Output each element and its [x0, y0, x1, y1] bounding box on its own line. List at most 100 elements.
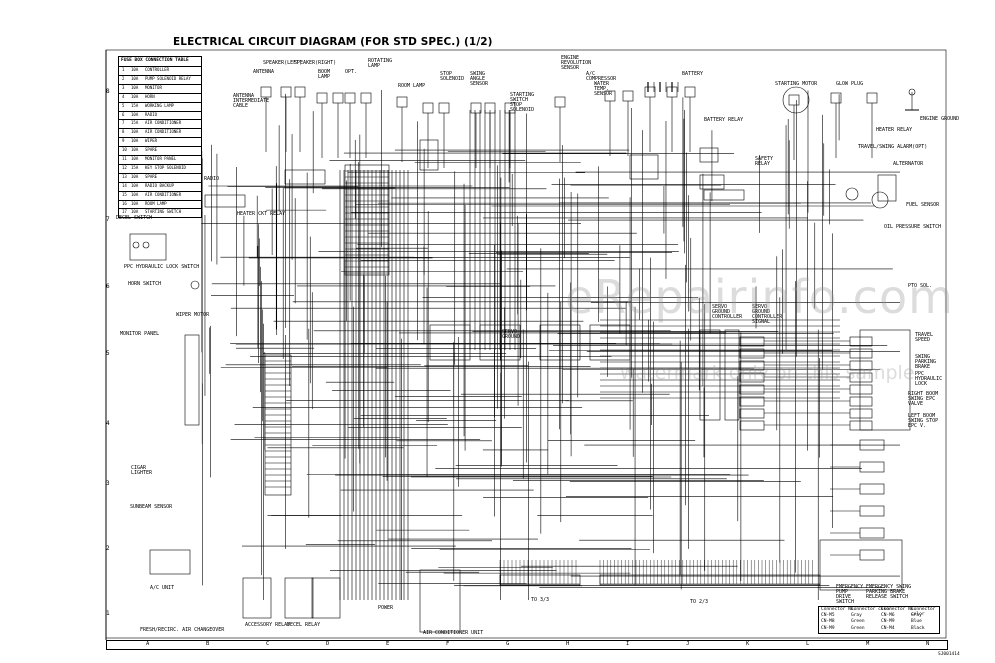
component-block [332, 92, 344, 104]
connector-table-cell: CN-M9 [821, 625, 835, 631]
radio-label: RADIO [204, 176, 220, 182]
fuse-cell: 10 [122, 147, 127, 153]
fuse-cell: 11 [122, 156, 127, 161]
component-block [284, 169, 326, 185]
battery-label: BATTERY [682, 71, 704, 77]
ac-compressor-label: A/C COMPRESSOR [586, 71, 617, 82]
fuse-cell: 15 [122, 191, 127, 197]
fuse-cell: 15A [131, 120, 139, 126]
component-block [684, 86, 696, 98]
fuse-cell: WORKING LAMP [145, 102, 174, 108]
monitor-panel-label: MONITOR PANEL [120, 331, 160, 337]
fuse-cell: 10A [131, 138, 139, 144]
fuse-cell: 1 [122, 67, 125, 72]
fuse-cell: 9 [122, 138, 125, 144]
right-boom-label: RIGHT BOOM SWING EPC VALVE [908, 391, 939, 407]
row-number: 7 [106, 216, 110, 223]
component-block [859, 549, 885, 561]
column-letter: K [746, 641, 750, 647]
row-number: 6 [106, 283, 110, 290]
component-block [849, 336, 873, 347]
component-block [819, 539, 903, 591]
speaker-right-label: SPEAKER(RIGHT) [294, 60, 337, 66]
connector-table-cell: CN-M9 [881, 619, 895, 625]
fuse-cell: HORN [145, 93, 155, 99]
column-strip [106, 640, 948, 650]
decel-switch-label: DECEL SWITCH [116, 215, 153, 221]
fuse-cell: 3 [122, 84, 125, 90]
antenna-cable-label: ANTENNA INTERMEDIATE CABLE [233, 93, 270, 109]
heater-ckt-relay-label: HEATER CKT RELAY [237, 211, 286, 217]
column-letter: D [326, 641, 330, 647]
connector-table-cell: CN-M4 [881, 625, 895, 631]
room-lamp-label: ROOM LAMP [398, 83, 426, 89]
fuse-cell: SPARE [145, 147, 158, 153]
fuse-cell: 10A [131, 147, 139, 153]
component-block [629, 154, 659, 180]
component-block [479, 324, 521, 361]
air-conditioner-unit-label: AIR CONDITIONER UNIT [423, 630, 484, 636]
fuse-cell: KEY STOP SOLENOID [145, 164, 186, 170]
component-block [311, 577, 341, 619]
fuse-cell: AIR CONDITIONER [145, 191, 182, 197]
component-block [699, 147, 719, 163]
fuse-table-header: FUSE BOX CONNECTION TABLE [121, 58, 189, 63]
travel-swing-alarm-label: TRAVEL/SWING ALARM(OPT) [858, 144, 928, 150]
component-block [849, 372, 873, 383]
fuse-cell: 10A [131, 129, 139, 135]
fuse-cell: 10A [131, 111, 139, 117]
stop-solenoid-label: STOP SOLENOID [440, 71, 465, 82]
column-letter: C [266, 641, 270, 647]
terminal [132, 241, 140, 249]
connector-table-cell: Blue [911, 619, 922, 625]
component-block [422, 102, 434, 114]
emergency-pump-label: EMERGENCY PUMP DRIVE SWITCH [836, 584, 864, 605]
terminal [142, 241, 150, 249]
component-block [419, 569, 461, 633]
column-letter: A [146, 641, 150, 647]
component-block [739, 408, 765, 419]
connector-table-cell: Black [911, 625, 925, 631]
component-block [554, 96, 566, 108]
starting-motor-label: STARTING MOTOR [775, 81, 818, 87]
opt-label: OPT. [345, 69, 358, 75]
fuse-cell: 12 [122, 164, 127, 170]
component-block [739, 420, 765, 431]
pto-sol-label: PTO SOL. [908, 283, 933, 289]
servo-ground-controller-signal-label: SERVO GROUND CONTROLLER SIGNAL [752, 304, 783, 325]
power-label: POWER [378, 605, 394, 611]
oil-pressure-label: OIL PRESSURE SWITCH [884, 224, 942, 230]
ppc-hyd-lock-label: PPC HYDRAULIC LOCK [915, 371, 943, 387]
diagram-title: ELECTRICAL CIRCUIT DIAGRAM (FOR STD SPEC… [173, 36, 493, 48]
water-temp-label: WATER TEMP. SENSOR [594, 81, 613, 97]
component-block [849, 420, 873, 431]
fuse-cell: MONITOR PANEL [145, 156, 177, 161]
wiper-motor-label: WIPER MOTOR [176, 312, 210, 318]
component-block [877, 174, 897, 202]
terminal [871, 191, 889, 209]
fuse-cell: 10A [131, 182, 139, 188]
ppc-lock-label: PPC HYDRAULIC LOCK SWITCH [124, 264, 200, 270]
fuse-cell: 16 [122, 200, 127, 206]
fuse-cell: 10A [131, 93, 139, 99]
component-block [849, 396, 873, 407]
component-block [149, 549, 191, 575]
heater-relay-label: HEATER RELAY [876, 127, 913, 133]
fuse-cell: STARTING SWITCH [145, 209, 182, 215]
column-letter: L [806, 641, 810, 647]
engine-ground-label: ENGINE GROUND [920, 116, 960, 122]
fuse-cell: 14 [122, 182, 127, 188]
emergency-swing-label: EMERGENCY SWING PARKING BRAKE RELEASE SW… [866, 584, 912, 600]
component-block [589, 324, 631, 361]
component-block [699, 174, 725, 190]
column-letter: H [566, 641, 570, 647]
fuse-cell: 15A [131, 102, 139, 108]
fuse-cell: 10A [131, 191, 139, 197]
connector-table-cell: CN-M8 [821, 619, 835, 625]
swing-angle-label: SWING ANGLE SENSOR [470, 71, 489, 87]
